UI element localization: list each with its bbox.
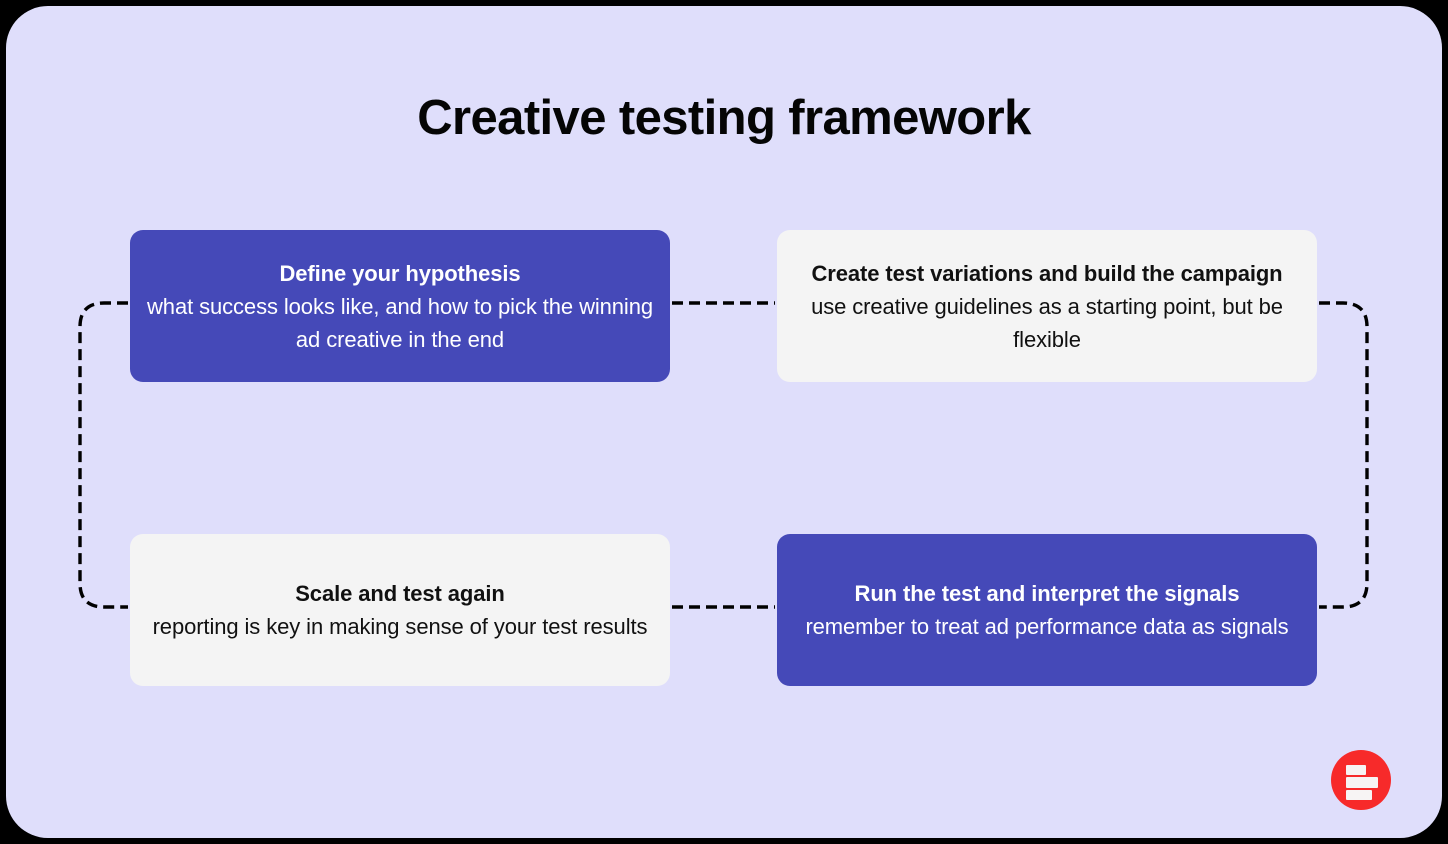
brand-logo-icon	[1331, 750, 1391, 810]
card-heading: Scale and test again	[295, 581, 505, 606]
connector-left-loop	[78, 301, 128, 609]
card-heading: Define your hypothesis	[279, 260, 521, 286]
card-heading: Create test variations and build the cam…	[811, 260, 1283, 286]
card-define-your-hypothesis[interactable]: Define your hypothesis what success look…	[130, 230, 670, 382]
card-heading: Run the test and interpret the signals	[854, 581, 1240, 606]
logo-bar-bottom	[1346, 790, 1372, 800]
card-run-the-test[interactable]: Run the test and interpret the signals r…	[777, 534, 1317, 686]
card-body: reporting is key in making sense of your…	[152, 614, 648, 639]
logo-bar-middle	[1346, 777, 1378, 788]
diagram-panel: Creative testing framework Define your h…	[6, 6, 1442, 838]
card-create-test-variations[interactable]: Create test variations and build the cam…	[777, 230, 1317, 382]
page-title: Creative testing framework	[417, 91, 1031, 145]
card-body: use creative guidelines as a starting po…	[811, 293, 1283, 352]
card-body: remember to treat ad performance data as…	[805, 614, 1289, 639]
card-body: what success looks like, and how to pick…	[147, 293, 653, 352]
logo-bar-top	[1346, 765, 1366, 775]
card-scale-and-test-again[interactable]: Scale and test again reporting is key in…	[130, 534, 670, 686]
connector-right-loop	[1319, 301, 1369, 609]
